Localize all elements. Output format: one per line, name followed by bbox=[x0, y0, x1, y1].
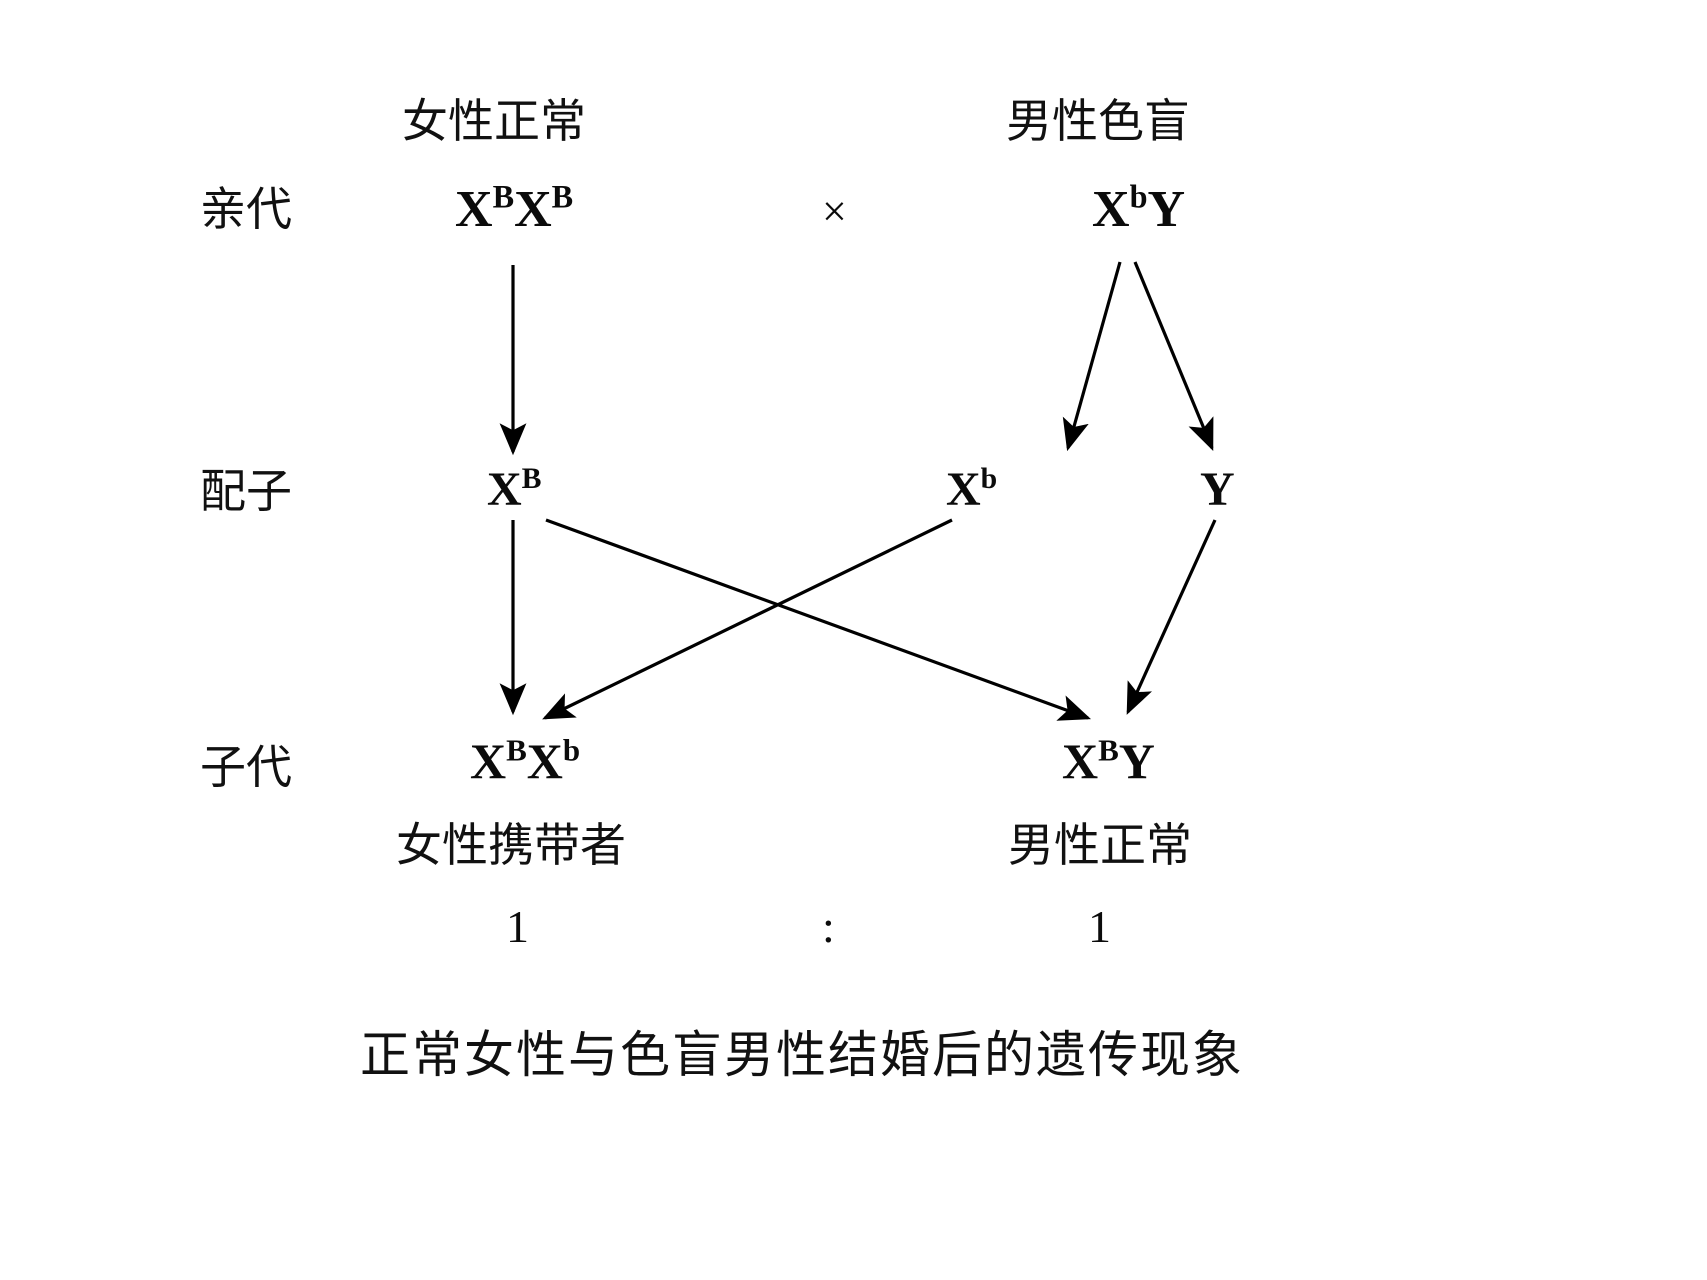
gamete-maternal-allele: B bbox=[521, 462, 542, 495]
arrow-gamete-xb-to-son bbox=[545, 518, 1092, 721]
mother-genotype-x2: X bbox=[514, 181, 552, 238]
daughter-genotype-allele2: b bbox=[562, 732, 581, 768]
cross-symbol: × bbox=[822, 187, 847, 236]
mother-phenotype-label: 女性正常 bbox=[402, 94, 586, 148]
row-label-gamete: 配子 bbox=[200, 464, 292, 518]
ratio-colon: : bbox=[822, 901, 835, 952]
father-genotype-x: X bbox=[1092, 181, 1130, 238]
daughter-genotype-allele1: B bbox=[506, 732, 527, 768]
mother-genotype: XBXB bbox=[455, 181, 573, 238]
father-phenotype-label: 男性色盲 bbox=[1006, 94, 1190, 148]
arrow-father-to-gamete-y bbox=[1133, 261, 1214, 451]
son-genotype-y: Y bbox=[1118, 733, 1155, 789]
arrow-gamete-y-to-son bbox=[1126, 519, 1217, 715]
gamete-paternal-y: Y bbox=[1200, 466, 1235, 514]
mother-genotype-allele2: B bbox=[551, 178, 574, 215]
daughter-ratio-value: 1 bbox=[506, 901, 529, 952]
mother-genotype-allele1: B bbox=[492, 178, 515, 215]
son-genotype-allele: B bbox=[1098, 732, 1119, 768]
daughter-genotype-x2: X bbox=[526, 733, 563, 789]
son-phenotype-label: 男性正常 bbox=[1008, 818, 1192, 872]
daughter-genotype-x1: X bbox=[470, 733, 507, 789]
offspring-son-genotype: XBY bbox=[1062, 733, 1155, 789]
son-genotype-x: X bbox=[1062, 733, 1099, 789]
offspring-daughter-genotype: XBXb bbox=[470, 733, 580, 789]
gamete-paternal-y-base: Y bbox=[1200, 463, 1235, 516]
gamete-maternal-base: X bbox=[487, 463, 522, 516]
gamete-paternal-x-base: X bbox=[946, 463, 981, 516]
son-ratio-value: 1 bbox=[1088, 901, 1111, 952]
gamete-maternal-xb: XB bbox=[487, 463, 542, 516]
gamete-paternal-xb-small: Xb bbox=[946, 463, 997, 516]
father-genotype-allele: b bbox=[1129, 178, 1148, 215]
gamete-paternal-x-allele: b bbox=[980, 462, 998, 495]
row-label-parent: 亲代 bbox=[200, 182, 292, 236]
father-genotype: XbY bbox=[1092, 181, 1186, 238]
father-genotype-y: Y bbox=[1147, 181, 1186, 238]
row-label-offspring: 子代 bbox=[200, 740, 292, 794]
mother-genotype-x1: X bbox=[455, 181, 493, 238]
daughter-phenotype-label: 女性携带者 bbox=[396, 818, 626, 872]
arrow-gamete-xb-small-to-daughter bbox=[542, 518, 953, 720]
arrow-father-to-gamete-xb-small bbox=[1062, 261, 1122, 452]
diagram-caption: 正常女性与色盲男性结婚后的遗传现象 bbox=[360, 1026, 1244, 1084]
